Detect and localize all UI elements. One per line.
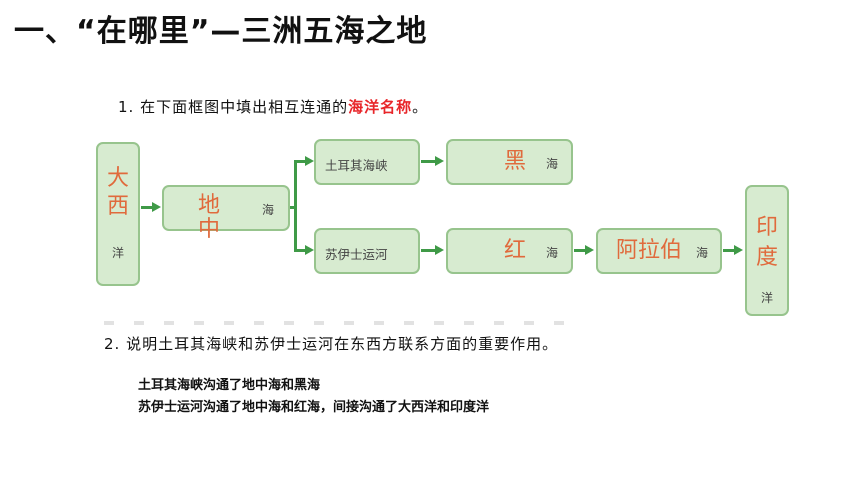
mediterranean-printed: 海 — [262, 203, 275, 217]
question-2: 2. 说明土耳其海峡和苏伊士运河在东西方联系方面的重要作用。 — [104, 335, 559, 353]
mediterranean-answer-1: 地 — [198, 193, 221, 218]
indian-printed: 洋 — [761, 291, 774, 305]
atlantic-answer-1: 大 — [107, 166, 130, 191]
question-1: 1. 在下面框图中填出相互连通的海洋名称。 — [118, 96, 428, 117]
arabian-sea-box: 阿拉伯 海 — [596, 228, 722, 274]
indian-answer-1: 印 — [756, 215, 779, 240]
turkish-straits-box: 土耳其海峡 — [314, 139, 420, 185]
indian-answer-2: 度 — [756, 245, 779, 270]
turkish-straits-label: 土耳其海峡 — [325, 158, 388, 173]
atlantic-answer-2: 西 — [107, 194, 130, 219]
mediterranean-box: 地 中 海 — [162, 185, 290, 241]
suez-canal-label: 苏伊士运河 — [325, 247, 388, 262]
black-sea-answer: 黑 — [504, 149, 527, 174]
question-1-highlight: 海洋名称 — [348, 98, 413, 116]
answer-line-1: 土耳其海峡沟通了地中海和黑海 — [138, 378, 321, 393]
faint-remnant-line — [104, 321, 584, 325]
black-sea-box: 黑 海 — [446, 139, 573, 185]
black-sea-printed: 海 — [546, 157, 559, 171]
red-sea-box: 红 海 — [446, 228, 573, 274]
arabian-sea-answer: 阿拉伯 — [616, 238, 683, 263]
question-1-suffix: 。 — [412, 98, 429, 116]
page-title: 一、“在哪里”—三洲五海之地 — [14, 14, 428, 49]
atlantic-ocean-box: 大 西 洋 — [96, 142, 140, 286]
mediterranean-answer-2: 中 — [198, 217, 221, 242]
indian-ocean-box: 印 度 洋 — [745, 185, 789, 316]
suez-canal-box: 苏伊士运河 — [314, 228, 420, 274]
atlantic-printed: 洋 — [112, 246, 125, 260]
question-1-prefix: 1. 在下面框图中填出相互连通的 — [118, 98, 349, 116]
red-sea-printed: 海 — [546, 246, 559, 260]
arabian-sea-printed: 海 — [696, 246, 709, 260]
answer-line-2: 苏伊士运河沟通了地中海和红海，间接沟通了大西洋和印度洋 — [138, 400, 490, 415]
red-sea-answer: 红 — [504, 238, 527, 263]
